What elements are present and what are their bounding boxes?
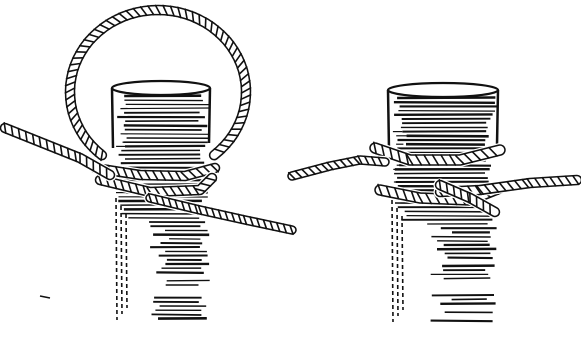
post-right-edge (209, 88, 210, 143)
post-hatch-stroke (398, 111, 495, 112)
post-rough-edge-line (397, 208, 398, 316)
right-post-with-hitch-illustration (289, 83, 579, 322)
post-hatch-stroke (407, 136, 489, 137)
post-right-edge (497, 90, 498, 145)
rope-twist-stroke (228, 135, 238, 136)
post-hatch-stroke (156, 272, 204, 273)
post-hatch-stroke (125, 146, 205, 147)
post-hatch-stroke (125, 159, 200, 160)
post-hatch-stroke (448, 258, 493, 259)
post-hatch-stroke (402, 123, 486, 124)
post-hatch-stroke (121, 134, 210, 135)
post-hatch-stroke (407, 216, 490, 217)
post-hatch-stroke (397, 98, 495, 99)
rope-twist-stroke (234, 123, 244, 124)
post-top-ellipse (388, 83, 498, 97)
left-post-with-loop-illustration (4, 5, 293, 320)
post-hatch-stroke (120, 108, 210, 109)
post-hatch-stroke (152, 314, 202, 315)
post-hatch-stroke (437, 241, 488, 242)
post-left-edge (388, 90, 389, 150)
post-rough-edge-line (121, 206, 122, 314)
post-rough-edge-line (402, 216, 403, 310)
ink-speck (40, 296, 50, 298)
rope-twist-stroke (199, 15, 200, 25)
post-rough-edge-line (116, 198, 117, 320)
post-hatch-stroke (444, 278, 491, 279)
post-hatch-stroke (431, 321, 493, 322)
left-rope-loop (65, 5, 250, 160)
post-rough-edge-line (392, 200, 393, 322)
post-hatch-stroke (394, 173, 485, 174)
post-hatch-stroke (124, 125, 208, 126)
post-top-ellipse (112, 81, 210, 95)
right-rope-end-left (289, 156, 385, 180)
post-rough-edge-line (126, 214, 127, 308)
post-hatch-stroke (452, 299, 487, 300)
post-hatch-stroke (394, 102, 495, 103)
post-left-edge (112, 88, 113, 148)
